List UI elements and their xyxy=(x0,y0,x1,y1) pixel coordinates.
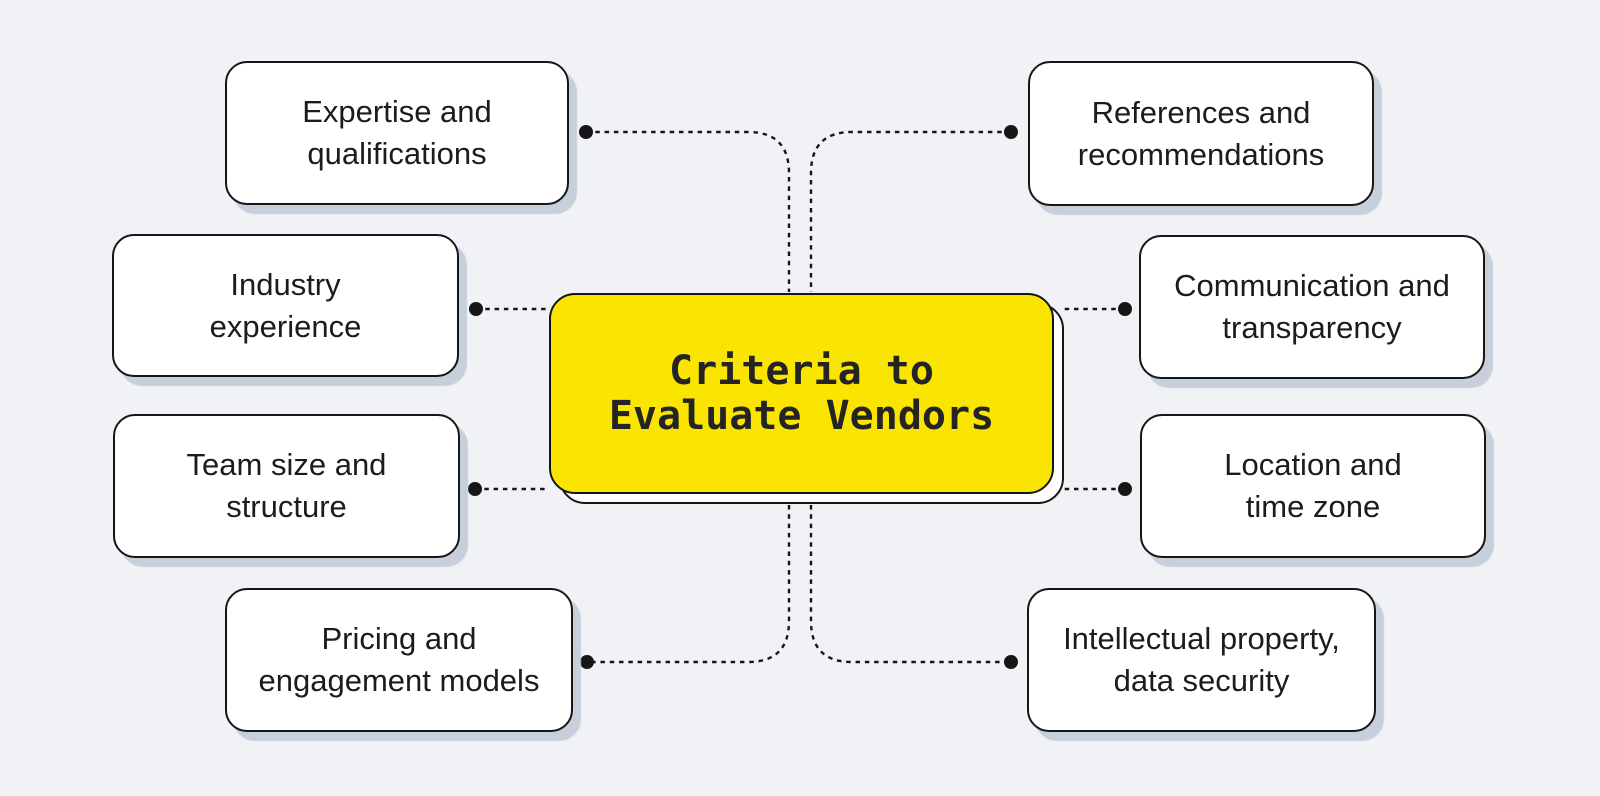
node-label: Pricing and xyxy=(321,621,477,656)
connector-dot-communication xyxy=(1118,302,1132,316)
node-expertise-and-qualifications: Expertise and qualifications xyxy=(225,61,569,205)
connector-dot-expertise xyxy=(579,125,593,139)
connector-references xyxy=(809,130,1011,292)
node-industry-experience: Industry experience xyxy=(112,234,459,377)
node-label: Team size and xyxy=(186,447,387,482)
node-communication-and-transparency: Communication and transparency xyxy=(1139,235,1485,379)
node-label: time zone xyxy=(1245,489,1381,524)
connector-dot-references xyxy=(1004,125,1018,139)
connector-dot-intellectual xyxy=(1004,655,1018,669)
node-team-size-and-structure: Team size and structure xyxy=(113,414,460,558)
center-title-line: Criteria to xyxy=(669,347,934,394)
node-label: Communication and xyxy=(1174,268,1450,303)
node-label: Location and xyxy=(1224,447,1402,482)
node-intellectual-property-data-security: Intellectual property, data security xyxy=(1027,588,1376,732)
connector-dot-pricing xyxy=(580,655,594,669)
node-label: recommendations xyxy=(1077,136,1325,172)
node-label: experience xyxy=(209,308,362,344)
node-location-and-time-zone: Location and time zone xyxy=(1140,414,1486,558)
connector-dot-industry xyxy=(469,302,483,316)
node-label: data security xyxy=(1113,663,1290,698)
node-label: transparency xyxy=(1222,310,1402,345)
connector-dot-location xyxy=(1118,482,1132,496)
node-references-and-recommendations: References and recommendations xyxy=(1028,61,1374,206)
connector-intellectual xyxy=(809,505,1011,664)
node-label: qualifications xyxy=(307,136,487,171)
connector-pricing xyxy=(587,505,791,664)
node-label: References and xyxy=(1091,94,1311,130)
node-label: Expertise and xyxy=(302,94,492,129)
connector-expertise xyxy=(586,130,791,292)
node-label: engagement models xyxy=(258,663,540,698)
connector-dot-team-size xyxy=(468,482,482,496)
node-label: structure xyxy=(226,489,347,524)
center-box-title: Criteria to Evaluate Vendors xyxy=(549,293,1054,494)
node-pricing-and-engagement-models: Pricing and engagement models xyxy=(225,588,573,732)
node-label: Industry xyxy=(230,266,341,302)
node-label: Intellectual property, xyxy=(1063,621,1340,656)
center-title-line: Evaluate Vendors xyxy=(608,392,995,439)
